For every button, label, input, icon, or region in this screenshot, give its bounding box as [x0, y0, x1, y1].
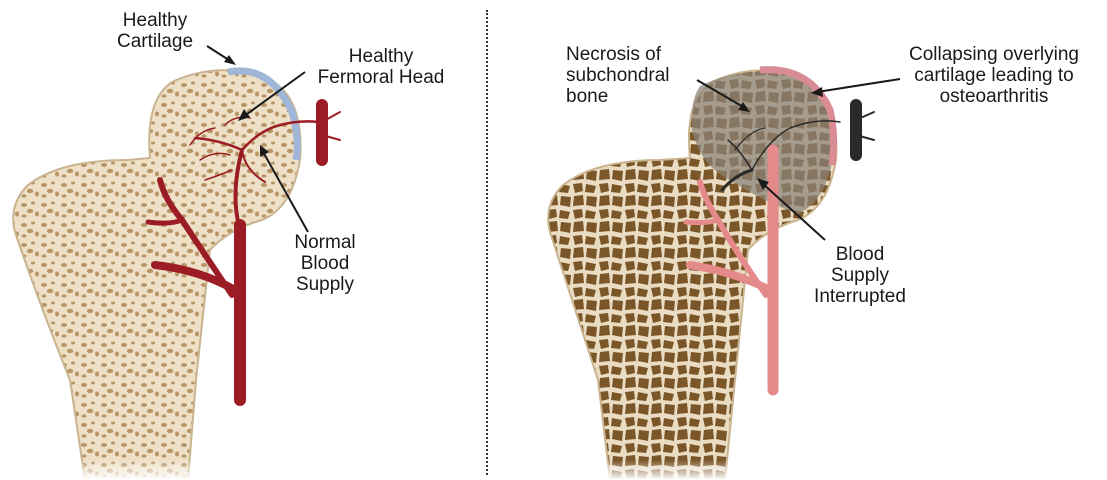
label-line: subchondral [566, 65, 696, 86]
label-normal-blood-supply: Normal Blood Supply [275, 232, 375, 295]
label-line: Normal [275, 232, 375, 253]
label-line: Collapsing overlying [885, 44, 1103, 65]
label-line: Healthy [296, 46, 466, 67]
label-line: Blood [275, 253, 375, 274]
label-line: Necrosis of [566, 44, 696, 65]
label-necrosis: Necrosis of subchondral bone [566, 44, 696, 107]
label-blood-supply-interrupted: Blood Supply Interrupted [795, 244, 925, 307]
label-line: Fermoral Head [296, 67, 466, 88]
label-healthy-head: Healthy Fermoral Head [296, 46, 466, 88]
label-collapsing-cartilage: Collapsing overlying cartilage leading t… [885, 44, 1103, 107]
label-line: cartilage leading to [885, 65, 1103, 86]
label-line: Healthy [100, 10, 210, 31]
label-line: Supply [795, 265, 925, 286]
label-line: Blood [795, 244, 925, 265]
label-line: osteoarthritis [885, 86, 1103, 107]
pointer-healthy-cartilage [207, 46, 236, 65]
panel-divider [486, 10, 488, 475]
label-line: Supply [275, 274, 375, 295]
label-healthy-cartilage: Healthy Cartilage [100, 10, 210, 52]
label-line: Interrupted [795, 286, 925, 307]
label-line: Cartilage [100, 31, 210, 52]
label-line: bone [566, 86, 696, 107]
